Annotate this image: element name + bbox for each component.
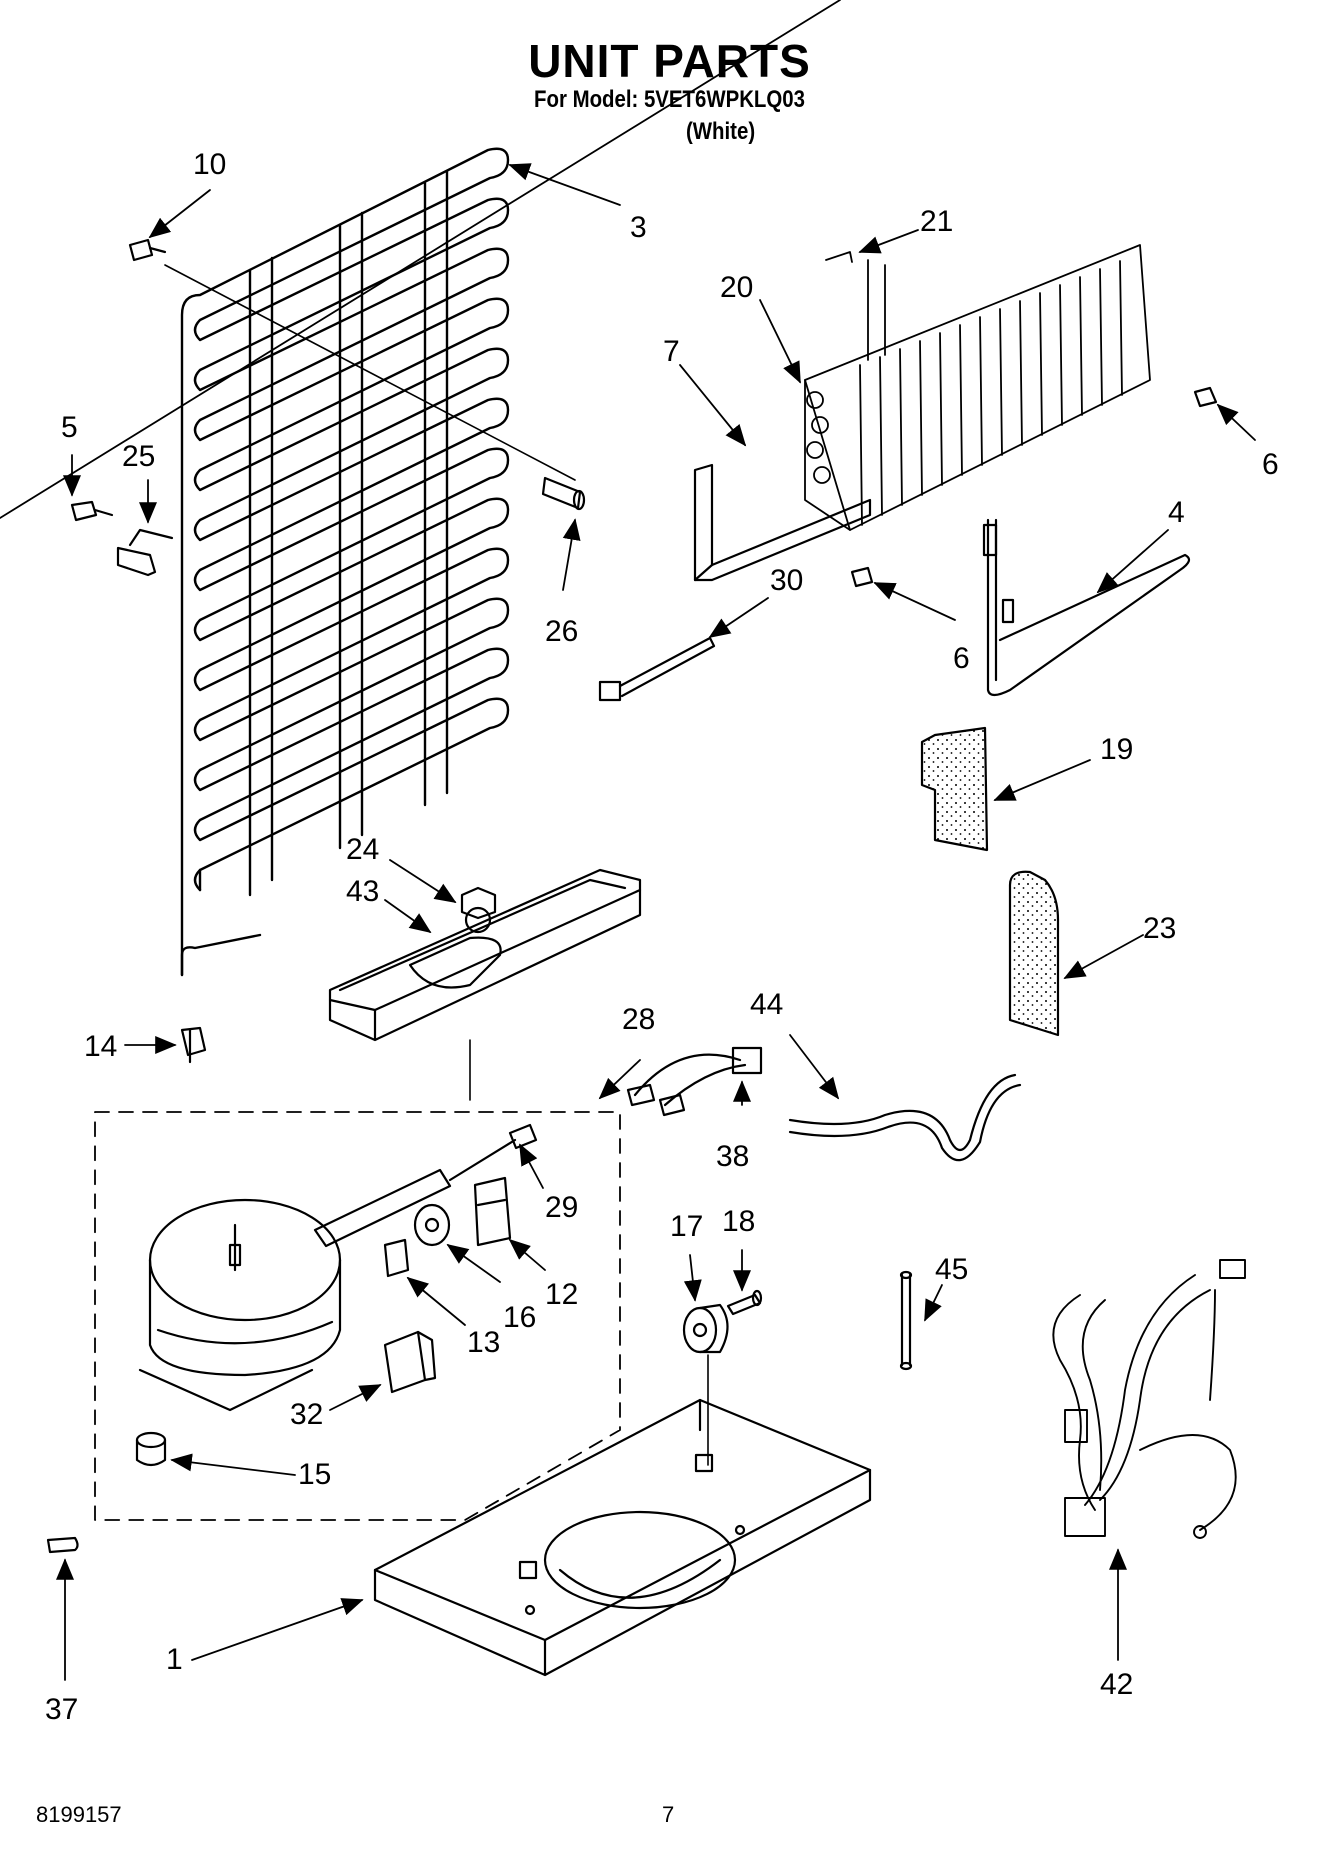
drain-pan-43: [328, 868, 642, 1101]
callout-6b: 6: [953, 642, 970, 675]
callout-16: 14: [84, 1030, 118, 1063]
overload-15: [413, 1203, 451, 1247]
screw-6-a: [1193, 386, 1218, 408]
roller-17: [682, 1303, 729, 1354]
harness-38: [626, 1046, 763, 1117]
callout-45: 45: [935, 1253, 969, 1286]
callout-28: 28: [622, 1003, 656, 1036]
callout-3: 3: [630, 211, 647, 244]
callout-10: 10: [193, 148, 227, 181]
screw-10: [128, 238, 576, 481]
axle-18: [726, 1289, 763, 1316]
callout-43: 43: [346, 875, 380, 908]
callout-4: 4: [1168, 496, 1185, 529]
callout-19: 19: [1100, 733, 1134, 766]
callout-20: 20: [720, 271, 754, 304]
callout-6a: 6: [1262, 448, 1279, 481]
callout-38: 38: [716, 1140, 750, 1173]
callout-25: 25: [122, 440, 156, 473]
tube-44: [788, 1073, 1022, 1162]
page-title: UNIT PARTS: [528, 35, 811, 87]
wire-harness-42: [1052, 1259, 1246, 1539]
screw-6-b: [850, 566, 874, 588]
plug-37: [46, 1536, 79, 1554]
part-number: 8199157: [36, 1802, 122, 1827]
page-number: 7: [662, 1802, 675, 1827]
callout-5: 5: [61, 411, 78, 444]
callout-21: 21: [920, 205, 954, 238]
callout-7: 7: [663, 335, 680, 368]
base-plate-1: [373, 1354, 872, 1677]
callout-29: 29: [545, 1191, 579, 1224]
compressor-kit-box-28: [94, 1111, 621, 1521]
capacitor-32: [383, 1330, 437, 1394]
callout-14: 15: [298, 1458, 332, 1491]
callout-42: 42: [1100, 1668, 1134, 1701]
callout-26: 26: [545, 615, 579, 648]
pin-45: [899, 1270, 913, 1371]
color-label: (White): [686, 118, 756, 145]
model-line: For Model: 5VET6WPKLQ03: [534, 86, 805, 113]
clip-16: [180, 1026, 207, 1064]
callout-1: 1: [166, 1643, 183, 1676]
callout-13: 13: [467, 1326, 501, 1359]
fan-bracket-7: [693, 463, 872, 582]
condenser-fins-20: [0, 0, 1151, 531]
filter-dryer-29: [313, 1123, 538, 1248]
callout-37: 37: [45, 1693, 79, 1726]
grommet-14: [135, 1431, 167, 1467]
clip-13: [383, 1238, 410, 1278]
callout-23: 23: [1143, 912, 1177, 945]
callout-32: 32: [290, 1398, 324, 1431]
foam-block-23: [1008, 870, 1060, 1037]
defrost-heater-4: [982, 518, 1191, 697]
leader-lines: [55, 163, 1256, 1681]
relay-12: [473, 1176, 512, 1247]
callout-17: 17: [670, 1210, 704, 1243]
callout-24: 24: [346, 833, 380, 866]
spacer-26: [541, 476, 586, 511]
callout-30: 30: [770, 564, 804, 597]
callout-18: 18: [722, 1205, 756, 1238]
callout-12: 12: [545, 1278, 579, 1311]
foam-block-19: [920, 726, 989, 852]
cable-tie-30: [598, 636, 716, 702]
callout-15: 16: [503, 1301, 537, 1334]
condenser-coil: [180, 147, 510, 977]
callout-44: 44: [750, 988, 784, 1021]
bracket-25: [70, 500, 174, 577]
compressor: [138, 1198, 342, 1412]
